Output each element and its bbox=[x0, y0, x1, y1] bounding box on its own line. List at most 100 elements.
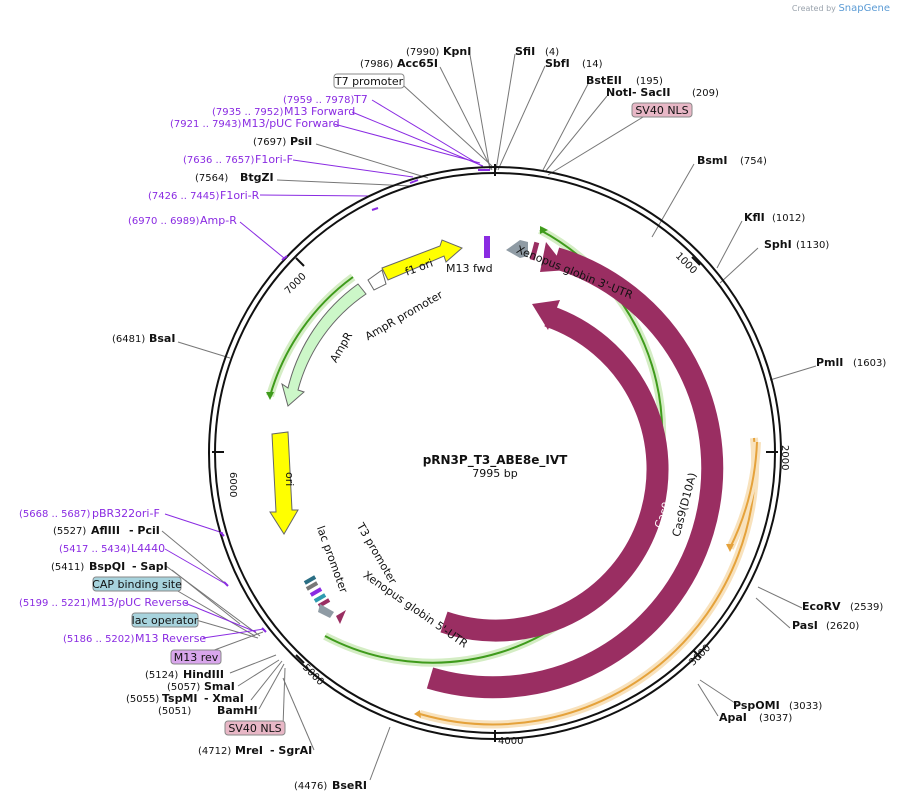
box-sv40-nls-bottom: SV40 NLS bbox=[224, 720, 286, 736]
enzyme-hindiii-name: HindIII bbox=[183, 668, 224, 681]
enzyme-apai-name: ApaI bbox=[719, 711, 747, 724]
tick-3000: 3000 bbox=[687, 643, 713, 669]
enzyme-sbfi-name: SbfI bbox=[545, 57, 570, 70]
enzyme-sacii-name: - SacII bbox=[632, 86, 670, 99]
left-features bbox=[269, 239, 463, 624]
enzyme-bsai-num: (6481) bbox=[112, 334, 145, 345]
primer-leaders bbox=[164, 99, 486, 639]
svg-text:SV40 NLS: SV40 NLS bbox=[228, 722, 281, 735]
enzyme-bspqi-num: (5411) bbox=[51, 562, 84, 573]
label-ampr: AmpR bbox=[327, 330, 355, 365]
svg-text:M13 rev: M13 rev bbox=[174, 651, 219, 664]
enzyme-tspmi-num: (5055) bbox=[126, 694, 159, 705]
enzyme-bsteii-name: BstEII bbox=[586, 74, 622, 87]
enzyme-sfii-name: SfiI bbox=[515, 45, 535, 58]
primer-f1orif-name: F1ori-F bbox=[255, 153, 293, 166]
enzyme-bsteii-num: (195) bbox=[636, 76, 663, 87]
box-t7-promoter: T7 promoter bbox=[333, 73, 405, 89]
primer-f1orif-range: (7636 .. 7657) bbox=[183, 155, 255, 166]
enzyme-bspqi-name: BspQI bbox=[89, 560, 125, 573]
primer-m13pucrev-range: (5199 .. 5221) bbox=[19, 598, 91, 609]
tick-5000: 5000 bbox=[300, 662, 326, 688]
box-cap-binding-site: CAP binding site bbox=[92, 576, 182, 592]
brand-created-by: Created by bbox=[791, 4, 836, 13]
primer-m13puc-name: M13/pUC Forward bbox=[242, 117, 340, 130]
enzyme-kpni-num: (7990) bbox=[406, 47, 439, 58]
top-features bbox=[484, 236, 540, 261]
enzyme-xmai-name: - XmaI bbox=[204, 692, 244, 705]
enzyme-hindiii-num: (5124) bbox=[145, 670, 178, 681]
enzyme-mrei-num: (4712) bbox=[198, 746, 231, 757]
tick-1000: 1000 bbox=[673, 251, 699, 277]
enzyme-btgzi-name: BtgZI bbox=[240, 171, 274, 184]
tick-6000: 6000 bbox=[227, 472, 238, 497]
primer-l4440-range: (5417 .. 5434) bbox=[59, 544, 131, 555]
enzyme-psii-name: PsiI bbox=[290, 135, 312, 148]
enzyme-kpni-name: KpnI bbox=[443, 45, 471, 58]
primer-marks bbox=[219, 169, 490, 633]
enzyme-kfli-num: (1012) bbox=[772, 213, 805, 224]
box-lac-operator: lac operator bbox=[131, 612, 199, 628]
box-m13-rev: M13 rev bbox=[170, 649, 222, 665]
svg-text:SV40 NLS: SV40 NLS bbox=[635, 104, 688, 117]
enzyme-pmli-name: PmlI bbox=[816, 356, 843, 369]
primer-f1orir-name: F1ori-R bbox=[220, 189, 260, 202]
enzyme-afliii-name: AflIII bbox=[91, 524, 120, 537]
primer-ampr-name: Amp-R bbox=[200, 214, 237, 227]
primer-ampr-range: (6970 .. 6989) bbox=[128, 216, 200, 227]
primer-l4440-name: L4440 bbox=[131, 542, 165, 555]
primer-t7-range: (7959 .. 7978) bbox=[283, 95, 355, 106]
tick-4000: 4000 bbox=[498, 736, 523, 747]
enzyme-tspmi-name: TspMI bbox=[162, 692, 198, 705]
enzyme-mrei-name: MreI bbox=[235, 744, 263, 757]
enzyme-acc65i-name: Acc65I bbox=[397, 57, 438, 70]
primer-pbr322-name: pBR322ori-F bbox=[92, 507, 160, 520]
enzyme-bsmi-name: BsmI bbox=[697, 154, 728, 167]
box-sv40-nls-top: SV40 NLS bbox=[631, 102, 693, 118]
enzyme-sapi-name: - SapI bbox=[132, 560, 168, 573]
snapgene-brand: Created by SnapGene bbox=[792, 3, 890, 14]
enzyme-afliii-num: (5527) bbox=[53, 526, 86, 537]
enzyme-smai-name: SmaI bbox=[204, 680, 235, 693]
label-m13-fwd: M13 fwd bbox=[446, 262, 493, 275]
label-lac-promoter: lac promoter bbox=[314, 524, 350, 595]
enzyme-acc65i-num: (7986) bbox=[360, 59, 393, 70]
enzyme-pspomi-name: PspOMI bbox=[733, 699, 780, 712]
plasmid-name: pRN3P_T3_ABE8e_IVT bbox=[423, 453, 568, 468]
enzyme-pcii-name: - PciI bbox=[129, 524, 160, 537]
enzyme-btgzi-num: (7564) bbox=[195, 173, 228, 184]
svg-text:lac operator: lac operator bbox=[132, 614, 199, 627]
cas9-arrows bbox=[426, 242, 724, 699]
label-xenopus-5utr: Xenopus globin 5'-UTR bbox=[361, 568, 471, 650]
enzyme-bseri-num: (4476) bbox=[294, 781, 327, 792]
enzyme-pasi-num: (2620) bbox=[826, 621, 859, 632]
primer-m13pucrev-name: M13/pUC Reverse bbox=[91, 596, 189, 609]
enzyme-bamhi-num: (5051) bbox=[158, 706, 191, 717]
primer-m13fwd-name: M13 Forward bbox=[284, 105, 355, 118]
enzyme-sacii-num: (209) bbox=[692, 88, 719, 99]
svg-text:T7 promoter: T7 promoter bbox=[334, 75, 404, 88]
primer-t7-name: T7 bbox=[353, 93, 368, 106]
enzyme-bseri-name: BseRI bbox=[332, 779, 367, 792]
enzyme-pasi-name: PasI bbox=[792, 619, 818, 632]
label-ampr-promoter: AmpR promoter bbox=[363, 288, 446, 343]
plasmid-length: 7995 bp bbox=[472, 467, 517, 480]
enzyme-noti-name: NotI bbox=[606, 86, 632, 99]
primer-f1orir-range: (7426 .. 7445) bbox=[148, 191, 220, 202]
leader-lines bbox=[161, 53, 817, 781]
enzyme-sfii-num: (4) bbox=[545, 47, 559, 58]
primer-pbr322-range: (5668 .. 5687) bbox=[19, 509, 91, 520]
enzyme-bsai-name: BsaI bbox=[149, 332, 175, 345]
tick-7000: 7000 bbox=[283, 271, 309, 297]
brand-name: SnapGene bbox=[838, 3, 890, 14]
enzyme-bamhi-name: BamHI bbox=[217, 704, 258, 717]
tick-2000: 2000 bbox=[779, 445, 790, 470]
enzyme-sgrai-name: - SgrAI bbox=[270, 744, 312, 757]
orange-ring-feature bbox=[414, 437, 761, 729]
primer-m13puc-range: (7921 .. 7943) bbox=[170, 119, 242, 130]
enzyme-kfli-name: KflI bbox=[744, 211, 765, 224]
primer-m13fwd-range: (7935 .. 7952) bbox=[212, 107, 284, 118]
svg-text:CAP binding site: CAP binding site bbox=[92, 578, 182, 591]
enzyme-sbfi-num: (14) bbox=[582, 59, 603, 70]
